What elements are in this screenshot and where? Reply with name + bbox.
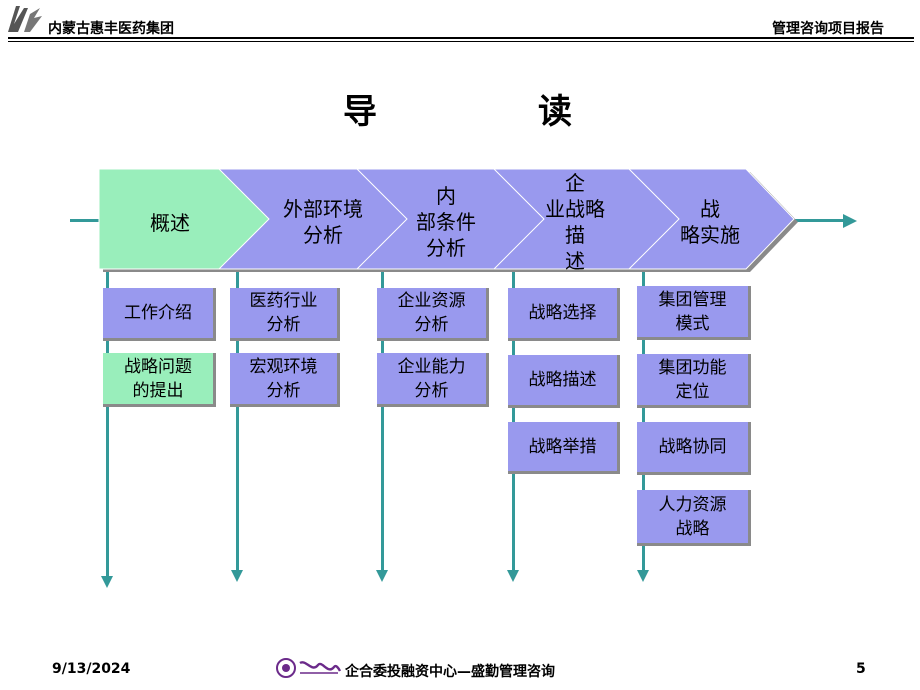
box-strategic-issues: 战略问题 的提出	[103, 353, 216, 407]
connector-arrow-3	[376, 570, 388, 582]
chevron-label-strategy: 企 业战略 描 述	[545, 171, 605, 273]
box-group-function-positioning: 集团功能 定位	[637, 354, 751, 408]
report-title: 管理咨询项目报告	[772, 21, 884, 37]
company-name: 内蒙古惠丰医药集团	[48, 21, 174, 37]
connector-arrow-2	[231, 570, 243, 582]
connector-arrow-4	[507, 570, 519, 582]
footer-date: 9/13/2024	[52, 661, 131, 677]
connector-line-3	[381, 272, 384, 572]
chevron-implementation	[627, 168, 795, 270]
box-macro-environment: 宏观环境 分析	[230, 353, 340, 407]
header-divider-thin	[8, 41, 914, 42]
logo	[4, 2, 44, 36]
footer-center-text: 企合委投融资中心—盛勤管理咨询	[345, 664, 555, 680]
page-title-char-2: 读	[538, 92, 572, 132]
box-strategic-synergy: 战略协同	[637, 422, 751, 475]
university-seal	[276, 657, 342, 679]
connector-line-2	[236, 272, 239, 572]
connector-arrow-5	[637, 570, 649, 582]
page-title-char-1: 导	[343, 92, 377, 132]
connector-arrow-1	[101, 576, 113, 588]
box-strategy-description: 战略描述	[508, 355, 620, 408]
chevron-label-overview: 概述	[150, 211, 190, 235]
chevron-label-implementation: 战 略实施	[680, 197, 740, 247]
box-strategy-measures: 战略举措	[508, 422, 620, 474]
connector-line-1	[106, 272, 109, 578]
chevron-label-internal: 内 部条件 分析	[416, 184, 476, 260]
process-line-right	[795, 219, 843, 222]
box-enterprise-resources: 企业资源 分析	[377, 288, 489, 341]
page-number: 5	[856, 661, 866, 677]
box-pharma-industry: 医药行业 分析	[230, 288, 340, 341]
box-group-management-mode: 集团管理 模式	[637, 286, 751, 340]
box-enterprise-capability: 企业能力 分析	[377, 353, 489, 407]
header-divider-thick	[8, 37, 914, 39]
process-chevrons	[98, 168, 798, 272]
box-hr-strategy: 人力资源 战略	[637, 490, 751, 546]
chevron-label-external: 外部环境 分析	[283, 197, 363, 247]
box-work-intro: 工作介绍	[103, 288, 216, 341]
process-arrowhead	[843, 214, 857, 228]
process-line-left	[70, 219, 100, 222]
box-strategy-selection: 战略选择	[508, 288, 620, 341]
